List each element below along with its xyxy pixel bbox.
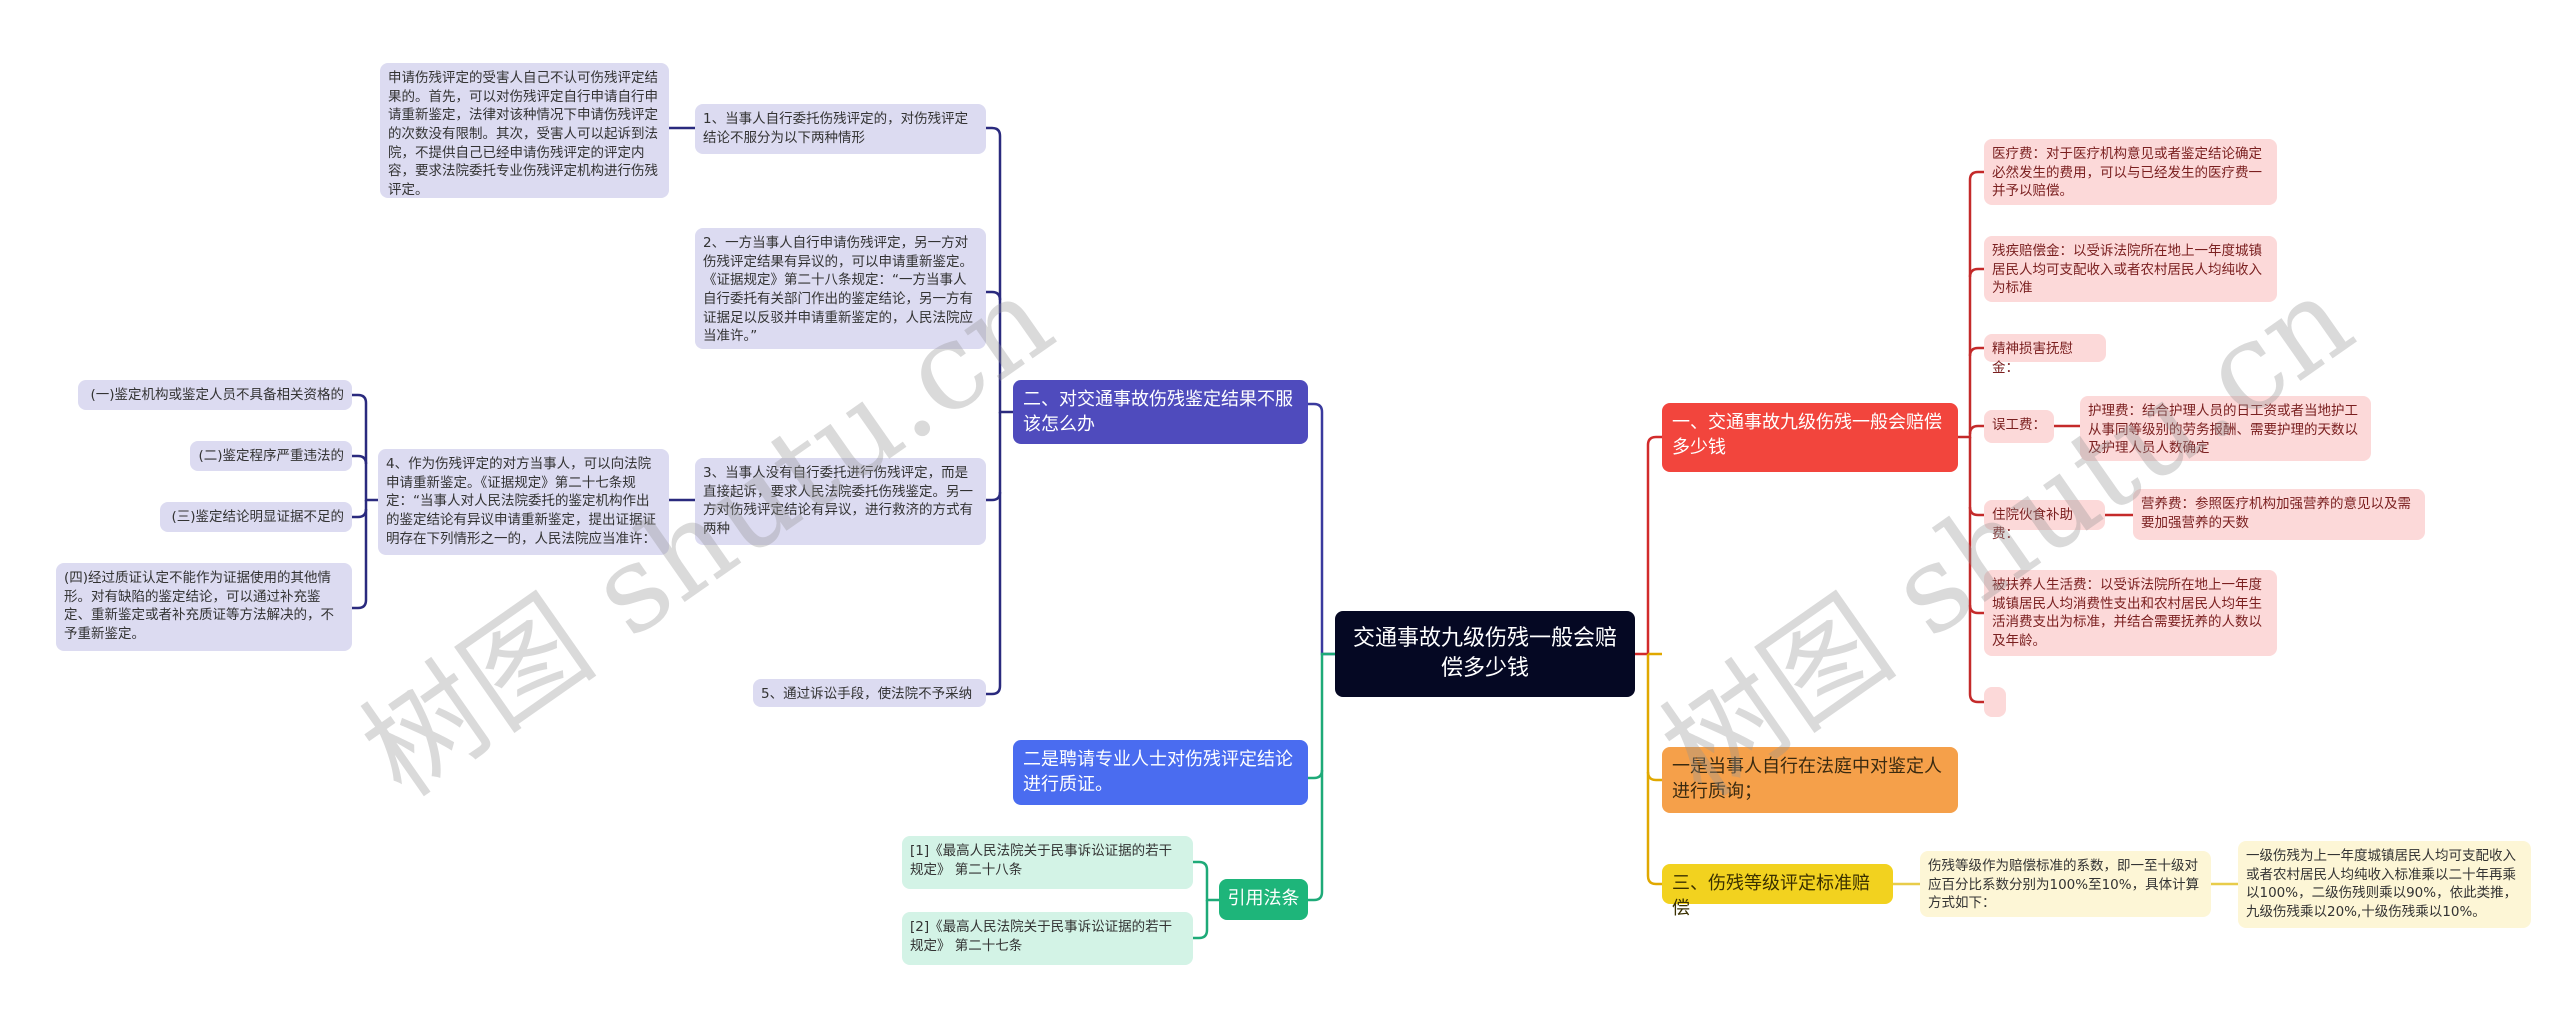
node-disability-compensation[interactable]: 残疾赔偿金：以受诉法院所在地上一年度城镇居民人均可支配收入或者农村居民人均纯收入… — [1984, 236, 2277, 302]
node-label: 精神损害抚慰金： — [1992, 341, 2073, 376]
node-case-3[interactable]: (三)鉴定结论明显证据不足的 — [160, 502, 352, 532]
node-item3[interactable]: 3、当事人没有自行委托进行伤残评定，而是直接起诉，要求人民法院委托伤残鉴定。另一… — [695, 458, 986, 545]
node-label: 住院伙食补助费： — [1992, 507, 2073, 542]
node-label: 残疾赔偿金：以受诉法院所在地上一年度城镇居民人均可支配收入或者农村居民人均纯收入… — [1992, 243, 2262, 297]
node-nutrition-fee[interactable]: 营养费：参照医疗机构加强营养的意见以及需要加强营养的天数 — [2133, 489, 2425, 540]
node-case-4[interactable]: (四)经过质证认定不能作为证据使用的其他情形。对有缺陷的鉴定结论，可以通过补充鉴… — [56, 563, 352, 651]
node-label: 伤残等级作为赔偿标准的系数，即一至十级对应百分比系数分别为100%至10%，具体… — [1928, 858, 2200, 912]
node-item4[interactable]: 4、作为伤残评定的对方当事人，可以向法院申请重新鉴定。《证据规定》第二十七条规定… — [378, 449, 669, 555]
branch-label: 二是聘请专业人士对伤残评定结论进行质证。 — [1023, 749, 1293, 795]
node-label: (四)经过质证认定不能作为证据使用的其他情形。对有缺陷的鉴定结论，可以通过补充鉴… — [64, 570, 334, 642]
node-case-2[interactable]: (二)鉴定程序严重违法的 — [190, 441, 352, 471]
node-label: (二)鉴定程序严重违法的 — [198, 448, 344, 464]
node-label: 1、当事人自行委托伤残评定的，对伤残评定结论不服分为以下两种情形 — [703, 111, 969, 146]
node-label: 5、通过诉讼手段，使法院不予采纳 — [761, 686, 973, 702]
branch-label: 三、伤残等级评定标准赔偿 — [1672, 873, 1870, 919]
node-grade-coefficient[interactable]: 伤残等级作为赔偿标准的系数，即一至十级对应百分比系数分别为100%至10%，具体… — [1920, 851, 2211, 917]
branch-compensation-amount[interactable]: 一、交通事故九级伤残一般会赔偿多少钱 — [1662, 403, 1958, 472]
branch-expert-crossexam[interactable]: 二是聘请专业人士对伤残评定结论进行质证。 — [1013, 740, 1308, 805]
node-label: [2]《最高人民法院关于民事诉讼证据的若干规定》 第二十七条 — [910, 919, 1173, 954]
node-empty[interactable] — [1984, 687, 2006, 717]
node-item1-detail[interactable]: 申请伤残评定的受害人自己不认可伤残评定结果的。首先，可以对伤残评定自行申请自行申… — [380, 63, 669, 198]
node-ref-2[interactable]: [2]《最高人民法院关于民事诉讼证据的若干规定》 第二十七条 — [902, 912, 1193, 965]
node-item2[interactable]: 2、一方当事人自行申请伤残评定，另一方对伤残评定结果有异议的，可以申请重新鉴定。… — [695, 228, 986, 349]
node-nursing-fee[interactable]: 护理费：结合护理人员的日工资或者当地护工从事同等级别的劳务报酬、需要护理的天数以… — [2080, 396, 2371, 461]
node-hospital-food[interactable]: 住院伙食补助费： — [1984, 500, 2105, 542]
node-grade-formula[interactable]: 一级伤残为上一年度城镇居民人均可支配收入或者农村居民人均纯收入标准乘以二十年再乘… — [2238, 841, 2531, 928]
node-ref-1[interactable]: [1]《最高人民法院关于民事诉讼证据的若干规定》 第二十八条 — [902, 836, 1193, 889]
branch-court-crossexam[interactable]: 一是当事人自行在法庭中对鉴定人进行质询； — [1662, 747, 1958, 813]
node-label: 3、当事人没有自行委托进行伤残评定，而是直接起诉，要求人民法院委托伤残鉴定。另一… — [703, 465, 973, 537]
node-label: (一)鉴定机构或鉴定人员不具备相关资格的 — [90, 387, 344, 403]
node-label: 一级伤残为上一年度城镇居民人均可支配收入或者农村居民人均纯收入标准乘以二十年再乘… — [2246, 848, 2518, 920]
node-label: [1]《最高人民法院关于民事诉讼证据的若干规定》 第二十八条 — [910, 843, 1173, 878]
node-label: 4、作为伤残评定的对方当事人，可以向法院申请重新鉴定。《证据规定》第二十七条规定… — [386, 456, 656, 547]
node-item5[interactable]: 5、通过诉讼手段，使法院不予采纳 — [753, 679, 986, 707]
node-lost-work[interactable]: 误工费： — [1984, 410, 2054, 443]
central-topic-label: 交通事故九级伤残一般会赔偿多少钱 — [1352, 625, 1617, 681]
branch-grade-standard[interactable]: 三、伤残等级评定标准赔偿 — [1662, 864, 1893, 919]
node-case-1[interactable]: (一)鉴定机构或鉴定人员不具备相关资格的 — [78, 380, 352, 410]
node-label: 被扶养人生活费：以受诉法院所在地上一年度城镇居民人均消费性支出和农村居民人均年生… — [1992, 577, 2262, 649]
node-label: 医疗费：对于医疗机构意见或者鉴定结论确定必然发生的费用，可以与已经发生的医疗费一… — [1992, 146, 2262, 200]
node-medical-fee[interactable]: 医疗费：对于医疗机构意见或者鉴定结论确定必然发生的费用，可以与已经发生的医疗费一… — [1984, 139, 2277, 205]
node-dependent-living[interactable]: 被扶养人生活费：以受诉法院所在地上一年度城镇居民人均消费性支出和农村居民人均年生… — [1984, 570, 2277, 656]
branch-label: 一是当事人自行在法庭中对鉴定人进行质询； — [1672, 756, 1942, 802]
node-label: 2、一方当事人自行申请伤残评定，另一方对伤残评定结果有异议的，可以申请重新鉴定。… — [703, 235, 973, 345]
node-mental-damages[interactable]: 精神损害抚慰金： — [1984, 334, 2106, 376]
branch-label: 引用法条 — [1227, 888, 1300, 909]
node-label: (三)鉴定结论明显证据不足的 — [171, 509, 344, 525]
branch-cited-laws[interactable]: 引用法条 — [1219, 879, 1308, 920]
node-item1[interactable]: 1、当事人自行委托伤残评定的，对伤残评定结论不服分为以下两种情形 — [695, 104, 986, 154]
node-label: 申请伤残评定的受害人自己不认可伤残评定结果的。首先，可以对伤残评定自行申请自行申… — [388, 70, 658, 198]
node-label: 护理费：结合护理人员的日工资或者当地护工从事同等级别的劳务报酬、需要护理的天数以… — [2088, 403, 2358, 457]
central-topic[interactable]: 交通事故九级伤残一般会赔偿多少钱 — [1335, 611, 1635, 697]
branch-dispute-assessment[interactable]: 二、对交通事故伤残鉴定结果不服该怎么办 — [1013, 380, 1308, 444]
branch-label: 二、对交通事故伤残鉴定结果不服该怎么办 — [1023, 389, 1293, 435]
node-label: 营养费：参照医疗机构加强营养的意见以及需要加强营养的天数 — [2141, 496, 2411, 531]
branch-label: 一、交通事故九级伤残一般会赔偿多少钱 — [1672, 412, 1942, 458]
node-label: 误工费： — [1992, 417, 2046, 433]
